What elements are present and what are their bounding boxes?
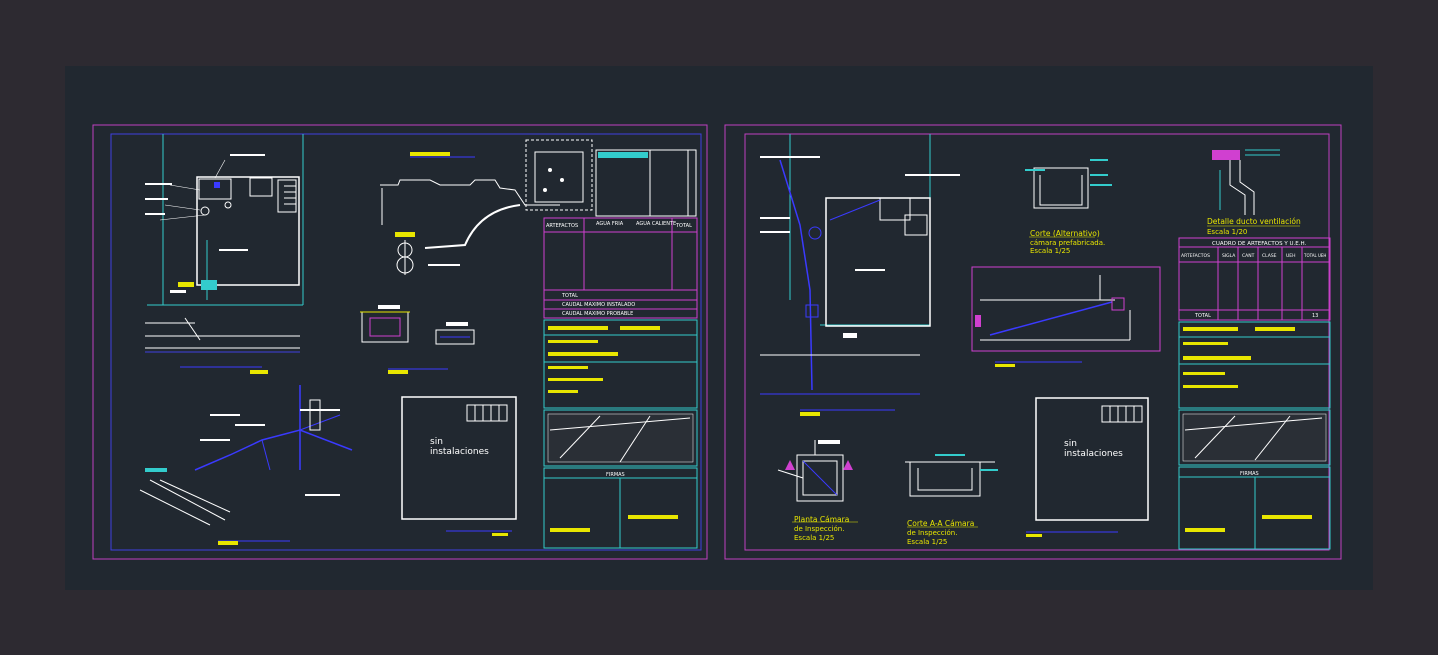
corte-alt-scale: Escala 1/25	[1030, 247, 1070, 255]
sheet1-table-total: TOTAL	[675, 223, 692, 229]
sheet1-firmas: FIRMAS	[606, 472, 625, 478]
sheet1-table-agua-fria: AGUA FRIA	[596, 221, 624, 227]
sheet1-empty-label-1: sin	[430, 437, 443, 447]
cuadro-h-artefactos: ARTEFACTOS	[1181, 253, 1210, 259]
sheet2-firmas: FIRMAS	[1240, 471, 1259, 477]
sheet2-floor-plan	[760, 134, 960, 416]
sheet1-table-total-row: TOTAL	[561, 293, 578, 299]
cuadro-total: TOTAL	[1194, 313, 1211, 319]
sheet1-empty-box: sin instalaciones	[401, 396, 517, 536]
sheet1-table-caudal-probable: CAUDAL MAXIMO PROBABLE	[562, 311, 633, 317]
sheet1-floor-plan	[145, 134, 304, 374]
cuadro-total-value: 13	[1312, 313, 1318, 319]
sheet1-title-tables: ARTEFACTOS AGUA FRIA AGUA CALIENTE TOTAL…	[543, 149, 698, 549]
cuadro-h-total-ueh: TOTAL UEH	[1303, 253, 1326, 258]
corte-aa-title: Corte A-A Cámara	[907, 519, 974, 528]
sheet2-corte-aa: Corte A-A Cámara de Inspección. Escala 1…	[905, 454, 998, 546]
sheet2-empty-box: sin instalaciones	[1026, 397, 1149, 537]
sheet2-empty-label-1: sin	[1064, 439, 1077, 449]
sheet2-planta-camara: Planta Cámara de Inspección. Escala 1/25	[777, 440, 858, 542]
corte-aa-scale: Escala 1/25	[907, 538, 947, 546]
planta-camara-scale: Escala 1/25	[794, 534, 834, 542]
corte-alt-sub: cámara prefabricada.	[1030, 239, 1105, 247]
sheet2-profile	[971, 266, 1161, 367]
drawing-canvas[interactable]: sin instalaciones ARTEFACTOS AGUA FRIA A…	[65, 66, 1373, 590]
sheet2-empty-label-2: instalaciones	[1064, 449, 1123, 459]
sheet1-table-artefactos: ARTEFACTOS	[546, 223, 578, 229]
sheet1-isometric	[139, 385, 353, 545]
cad-model-space[interactable]: sin instalaciones ARTEFACTOS AGUA FRIA A…	[65, 66, 1373, 590]
planta-camara-sub: de Inspección.	[794, 525, 844, 533]
sheet-1: sin instalaciones ARTEFACTOS AGUA FRIA A…	[92, 124, 708, 560]
planta-camara-title: Planta Cámara	[794, 515, 849, 524]
detalle-ventilacion-scale: Escala 1/20	[1207, 228, 1247, 236]
sheet1-inner-border	[110, 133, 702, 551]
cuadro-h-cant: CANT	[1242, 253, 1255, 259]
cuadro-h-clase: CLASE	[1262, 253, 1277, 259]
sheet2-cuadro-artefactos: CUADRO DE ARTEFACTOS Y U.E.H. ARTEFACTOS…	[1178, 237, 1331, 550]
sheet1-border	[92, 124, 708, 560]
cuadro-h-ueh: UEH	[1286, 253, 1296, 259]
corte-alt-title: Corte (Alternativo)	[1030, 229, 1100, 238]
sheet-2: Corte (Alternativo) cámara prefabricada.…	[724, 124, 1342, 560]
sheet1-small-details	[360, 305, 475, 374]
detalle-ventilacion-title: Detalle ducto ventilación	[1207, 217, 1301, 226]
sheet1-table-agua-caliente: AGUA CALIENTE	[636, 221, 676, 227]
cuadro-title: CUADRO DE ARTEFACTOS Y U.E.H.	[1212, 241, 1306, 247]
sheet2-border	[724, 124, 1342, 560]
sheet1-sewer-profile	[380, 139, 593, 275]
sheet2-corte-alternativo: Corte (Alternativo) cámara prefabricada.…	[1025, 159, 1112, 255]
sheet2-inner-border	[744, 133, 1330, 551]
cuadro-h-sigla: SIGLA	[1222, 253, 1236, 259]
corte-aa-sub: de Inspección.	[907, 529, 957, 537]
sheet2-detalle-ventilacion: Detalle ducto ventilación Escala 1/20	[1207, 149, 1301, 236]
sheet1-table-caudal-instalado: CAUDAL MAXIMO INSTALADO	[562, 302, 635, 308]
sheet1-empty-label-2: instalaciones	[430, 447, 489, 457]
